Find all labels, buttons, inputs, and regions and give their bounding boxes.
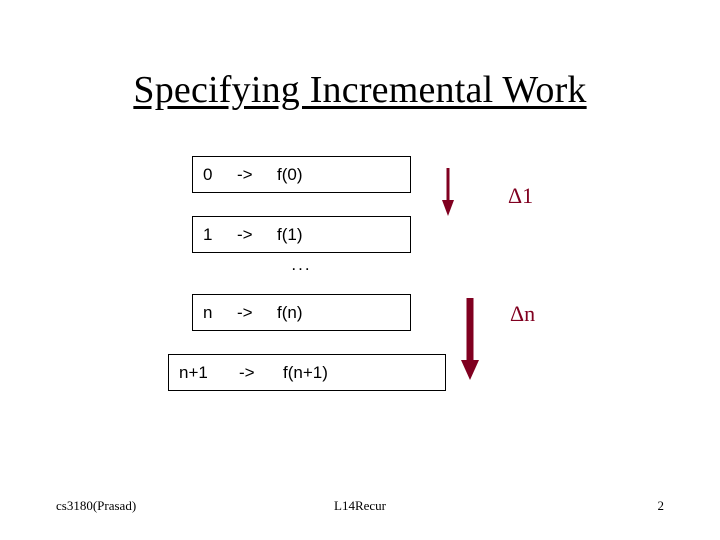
ellipsis-text: ... — [291, 255, 312, 274]
delta-1-label: Δ1 — [508, 183, 534, 208]
mapping-row-1-rhs: f(1) — [277, 224, 303, 244]
mapping-row-2: n -> f(n) — [192, 294, 411, 331]
down-arrow-long-icon — [461, 298, 479, 380]
mapping-row-1-lhs: 1 — [203, 224, 213, 244]
mapping-row-0: 0 -> f(0) — [192, 156, 411, 193]
mapping-row-1-arrow: -> — [237, 224, 253, 244]
footer-page-number: 2 — [657, 498, 665, 513]
mapping-row-3-arrow: -> — [239, 362, 255, 382]
mapping-row-0-arrow: -> — [237, 164, 253, 184]
mapping-row-2-lhs: n — [203, 302, 213, 322]
down-arrow-short-icon — [442, 168, 454, 216]
footer-course-label: cs3180(Prasad) — [56, 498, 137, 513]
mapping-row-3: n+1 -> f(n+1) — [168, 354, 446, 391]
mapping-row-0-lhs: 0 — [203, 164, 213, 184]
page-title: Specifying Incremental Work — [0, 68, 720, 112]
mapping-row-0-rhs: f(0) — [277, 164, 303, 184]
mapping-row-3-lhs: n+1 — [179, 362, 208, 382]
footer-topic-label: L14Recur — [334, 498, 386, 513]
delta-n-label: Δn — [510, 301, 536, 326]
slide-footer: cs3180(Prasad) L14Recur 2 — [0, 480, 720, 540]
mapping-row-3-rhs: f(n+1) — [283, 362, 328, 382]
page-title-text: Specifying Incremental Work — [133, 69, 587, 111]
mapping-row-2-rhs: f(n) — [277, 302, 303, 322]
mapping-row-1: 1 -> f(1) — [192, 216, 411, 253]
mapping-row-2-arrow: -> — [237, 302, 253, 322]
